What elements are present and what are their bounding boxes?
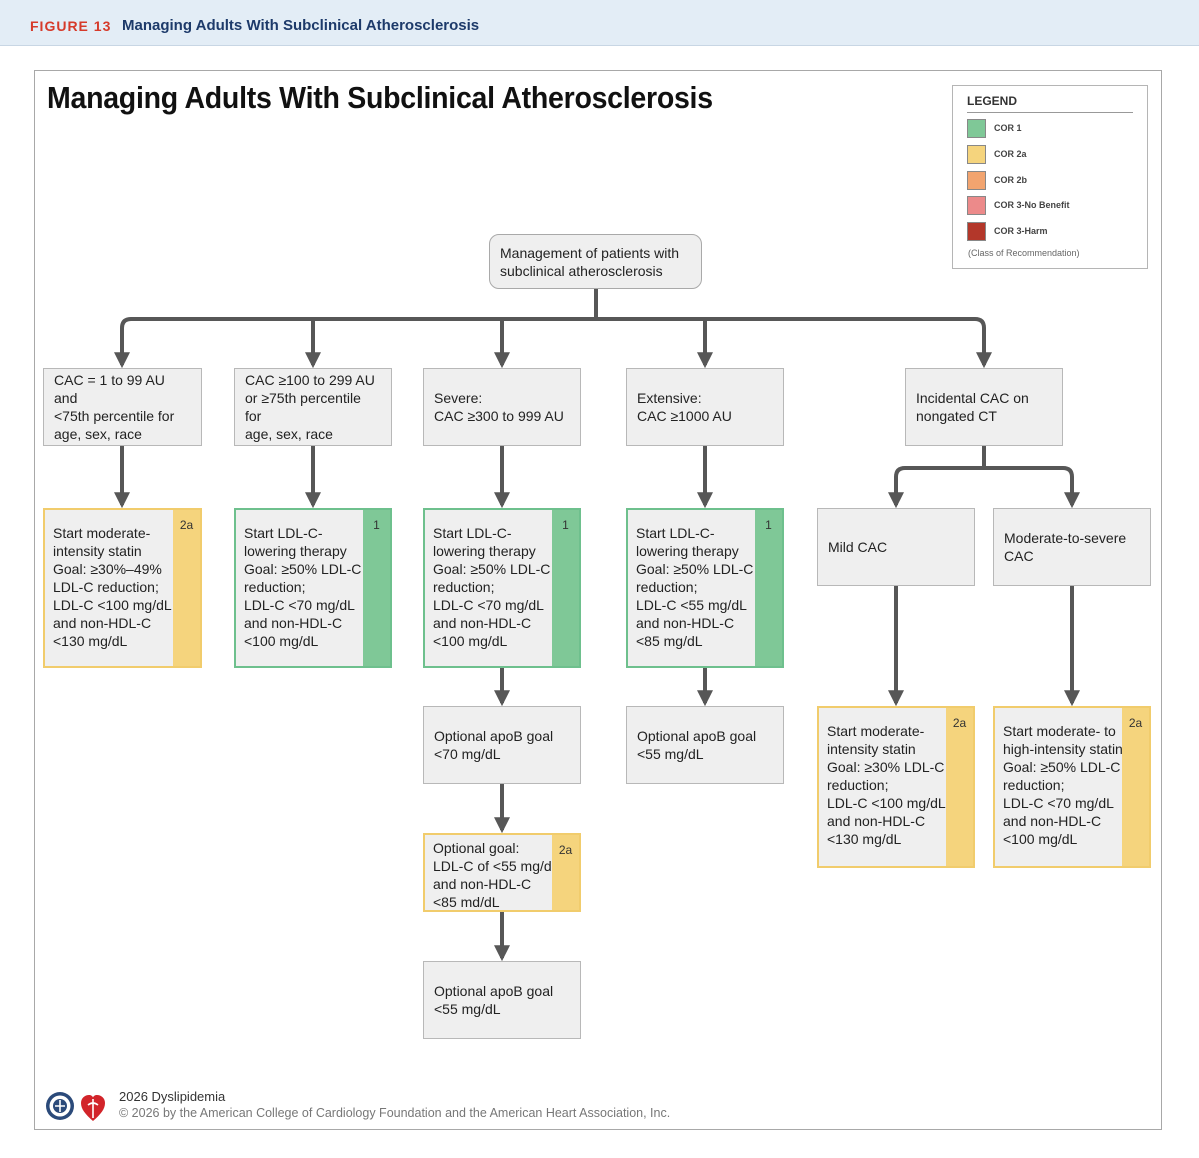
legend-item-cor2b: COR 2b [967,170,1027,190]
aha-heart-icon [81,1095,105,1121]
rec-moderate-severe-cac-text: Start moderate- to high-intensity statin… [1003,723,1123,847]
node-apob-severe-55: Optional apoB goal <55 mg/dL [423,961,581,1039]
node-cac-severe-text: Severe: CAC ≥300 to 999 AU [434,390,564,424]
legend-note: (Class of Recommendation) [968,248,1080,258]
node-optional-goal-text: Optional goal: LDL-C of <55 mg/dL and no… [433,840,560,910]
cor-badge: 2a [173,510,200,666]
legend-item-cor2a: COR 2a [967,144,1027,164]
rec-cac-extensive-text: Start LDL-C- lowering therapy Goal: ≥50%… [636,525,754,649]
connector-bus [120,317,992,369]
legend-item-cor1: COR 1 [967,118,1022,138]
rec-cac-extensive: Start LDL-C- lowering therapy Goal: ≥50%… [626,508,784,668]
rec-moderate-severe-cac: Start moderate- to high-intensity statin… [993,706,1151,868]
cor-badge-label: 1 [562,518,569,532]
node-mild-cac: Mild CAC [817,508,975,586]
node-cac-mid-text: CAC ≥100 to 299 AU or ≥75th percentile f… [245,372,375,442]
node-cac-extensive-text: Extensive: CAC ≥1000 AU [637,390,732,424]
legend-label: COR 3-No Benefit [994,200,1070,210]
node-apob-severe-text: Optional apoB goal <70 mg/dL [434,728,554,762]
root-node: Management of patients with subclinical … [489,234,702,289]
node-incidental-cac: Incidental CAC on nongated CT [905,368,1063,446]
connector-incidental-left [888,466,984,509]
cor-badge: 1 [363,510,390,666]
legend-swatch [967,118,986,138]
society-logos [46,1092,105,1121]
node-optional-goal: Optional goal: LDL-C of <55 mg/dL and no… [423,833,581,912]
node-apob-extensive: Optional apoB goal <55 mg/dL [626,706,784,784]
cor-badge-label: 1 [373,518,380,532]
node-cac-mid: CAC ≥100 to 299 AU or ≥75th percentile f… [234,368,392,446]
legend-swatch [967,221,986,241]
legend-swatch [967,170,986,190]
cor-badge: 1 [755,510,782,666]
legend-label: COR 2b [994,175,1028,185]
acc-seal-icon [46,1092,74,1120]
legend-swatch [967,144,986,164]
node-incidental-cac-text: Incidental CAC on nongated CT [916,390,1029,424]
cor-badge: 2a [1122,708,1149,866]
rec-cac-mid-text: Start LDL-C- lowering therapy Goal: ≥50%… [244,525,362,649]
node-moderate-severe-cac: Moderate-to-severe CAC [993,508,1151,586]
legend-label: COR 1 [994,123,1022,133]
legend-divider [967,112,1133,113]
rec-cac-mid: Start LDL-C- lowering therapy Goal: ≥50%… [234,508,392,668]
legend-item-cor3-no-benefit: COR 3-No Benefit [967,195,1070,215]
cor-badge: 2a [552,835,579,910]
node-cac-low-text: CAC = 1 to 99 AU and <75th percentile fo… [54,372,175,442]
node-moderate-severe-cac-text: Moderate-to-severe CAC [1004,530,1127,564]
rec-mild-cac-text: Start moderate- intensity statin Goal: ≥… [827,723,946,847]
legend-label: COR 2a [994,149,1027,159]
node-cac-low: CAC = 1 to 99 AU and <75th percentile fo… [43,368,202,446]
footer-title: 2026 Dyslipidemia [119,1089,226,1104]
footer-copyright: © 2026 by the American College of Cardio… [119,1106,671,1120]
legend-label: COR 3-Harm [994,226,1048,236]
cor-badge-label: 2a [952,716,967,730]
cor-badge: 1 [552,510,579,666]
cor-badge: 2a [946,708,973,866]
node-apob-severe: Optional apoB goal <70 mg/dL [423,706,581,784]
node-mild-cac-text: Mild CAC [828,539,888,555]
rec-cac-severe: Start LDL-C- lowering therapy Goal: ≥50%… [423,508,581,668]
cor-badge-label: 2a [558,843,573,857]
legend-swatch [967,195,986,215]
cor-badge-label: 2a [1128,716,1143,730]
rec-cac-severe-text: Start LDL-C- lowering therapy Goal: ≥50%… [433,525,551,649]
legend-item-cor3-harm: COR 3-Harm [967,221,1048,241]
node-cac-severe: Severe: CAC ≥300 to 999 AU [423,368,581,446]
root-node-text: Management of patients with subclinical … [500,244,679,279]
cor-badge-label: 2a [179,518,194,532]
main-title: Managing Adults With Subclinical Atheros… [47,80,713,115]
cor-badge-label: 1 [765,518,772,532]
legend-title: LEGEND [967,94,1018,108]
figure-header: FIGURE 13 Managing Adults With Subclinic… [0,0,1199,46]
rec-cac-low-text: Start moderate- intensity statin Goal: ≥… [53,525,172,649]
legend: LEGEND COR 1 COR 2a COR 2b COR 3-No Bene… [952,85,1148,269]
node-apob-severe-55-text: Optional apoB goal <55 mg/dL [434,983,554,1017]
figure-header-title: Managing Adults With Subclinical Atheros… [122,17,480,34]
figure-label: FIGURE 13 [30,18,112,34]
rec-cac-low: Start moderate- intensity statin Goal: ≥… [43,508,202,668]
node-apob-extensive-text: Optional apoB goal <55 mg/dL [637,728,757,762]
connector-incidental-right [984,466,1080,509]
node-cac-extensive: Extensive: CAC ≥1000 AU [626,368,784,446]
rec-mild-cac: Start moderate- intensity statin Goal: ≥… [817,706,975,868]
